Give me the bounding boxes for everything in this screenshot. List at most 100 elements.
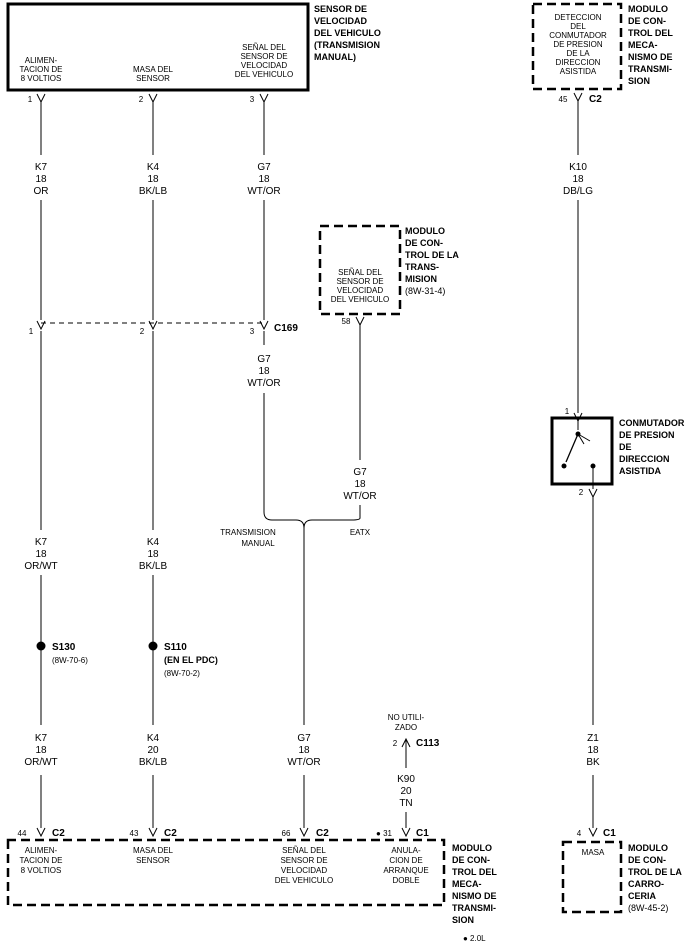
branch-manual-1: TRANSMISION <box>220 528 276 537</box>
wire-g7-mid-gauge: 18 <box>258 366 270 377</box>
pcm-bottom-title-3: TROL DEL <box>452 867 497 877</box>
pcm-bottom-title-4: MECA- <box>452 879 482 889</box>
wire-k4-top-code: K4 <box>147 162 160 173</box>
c169-name: C169 <box>274 323 298 334</box>
pcm-bottom-note: ● 2.0L <box>463 934 486 943</box>
tcm-inner-1: SEÑAL DEL <box>338 268 382 277</box>
pcm-pin43-conn: C2 <box>164 828 177 839</box>
wire-z1-code: Z1 <box>587 733 599 744</box>
pcm-pin43-label-1: MASA DEL <box>133 846 174 855</box>
s130-name: S130 <box>52 642 76 653</box>
vss-pin2-label-2: SENSOR <box>136 74 170 83</box>
pcm-top-title-5: NISMO DE <box>628 52 673 62</box>
branch-manual-2: MANUAL <box>241 539 275 548</box>
wire-k7-mid-code: K7 <box>35 537 48 548</box>
pcm-bottom-component: 44 C2 43 C2 66 C2 ● 31 C1 ALIMEN- TACION… <box>6 827 497 943</box>
wire-g7-top-gauge: 18 <box>258 174 270 185</box>
wire-k7-bot-code: K7 <box>35 733 48 744</box>
vss-pin2-num: 2 <box>139 95 144 104</box>
pcm-pin31-label-1: ANULA- <box>391 846 421 855</box>
vss-pin1-num: 1 <box>28 95 33 104</box>
pcm-pin44-label-3: 8 VOLTIOS <box>21 866 62 875</box>
connector-c169: 1 2 3 C169 <box>29 320 298 336</box>
vss-pin3-label-1: SEÑAL DEL <box>242 43 286 52</box>
wire-g7-bot-gauge: 18 <box>298 745 310 756</box>
pcm-pin66-num: 66 <box>282 829 291 838</box>
c113-label-2: ZADO <box>395 723 417 732</box>
wire-k4-top-color: BK/LB <box>139 186 168 197</box>
pcm-top-inner-2: DEL <box>570 22 586 31</box>
tcm-title-1: MODULO <box>405 226 445 236</box>
vss-title-4: (TRANSMISION <box>314 40 380 50</box>
wire-k4-bot-gauge: 20 <box>147 745 159 756</box>
vss-pin3-label-4: DEL VEHICULO <box>235 70 293 79</box>
tcm-inner-4: DEL VEHICULO <box>331 295 389 304</box>
c113-pin: 2 <box>393 739 398 748</box>
wire-k90-gauge: 20 <box>400 786 412 797</box>
pcm-pin31-label-3: ARRANQUE <box>383 866 428 875</box>
bcm-conn: C1 <box>603 828 616 839</box>
bcm-title-5: CERIA <box>628 891 657 901</box>
bcm-title-6: (8W-45-2) <box>628 903 668 913</box>
vss-pin1-label-1: ALIMEN- <box>25 56 58 65</box>
pcm-top-title-3: TROL DEL <box>628 28 673 38</box>
pcm-pin43-label-2: SENSOR <box>136 856 170 865</box>
tcm-title-4: TRANS- <box>405 262 439 272</box>
wire-g7-top-color: WT/OR <box>247 186 280 197</box>
pcm-top-inner-5: DE LA <box>566 49 590 58</box>
bcm-component: 4 C1 MASA MODULO DE CON- TROL DE LA CARR… <box>561 827 682 914</box>
wire-k7-top-code: K7 <box>35 162 48 173</box>
vss-title-5: MANUAL) <box>314 52 356 62</box>
pcm-pin44-num: 44 <box>18 829 27 838</box>
wire-k90-code: K90 <box>397 774 415 785</box>
pcm-top-inner-3: CONMUTADOR <box>549 31 607 40</box>
pcm-pin31-label-4: DOBLE <box>392 876 419 885</box>
tcm-inner-2: SENSOR DE <box>336 277 383 286</box>
vss-pin3-label-3: VELOCIDAD <box>241 61 287 70</box>
pcm-top-title-2: DE CON- <box>628 16 666 26</box>
vss-pin3-label-2: SENSOR DE <box>240 52 287 61</box>
pcm-top-title-4: MECA- <box>628 40 658 50</box>
switch-title-1: CONMUTADOR <box>619 418 685 428</box>
wire-g7-bot-code: G7 <box>297 733 311 744</box>
wire-g7-mid-code: G7 <box>257 354 271 365</box>
pcm-bottom-title-2: DE CON- <box>452 855 490 865</box>
s130-ref: (8W-70-6) <box>52 656 88 665</box>
bcm-title-2: DE CON- <box>628 855 666 865</box>
pcm-bottom-title-5: NISMO DE <box>452 891 497 901</box>
wire-g7-mid-color: WT/OR <box>247 378 280 389</box>
pcm-pin31-num: ● 31 <box>376 829 393 838</box>
vss-pin3-num: 3 <box>250 95 255 104</box>
pcm-pin66-label-2: SENSOR DE <box>280 856 327 865</box>
vss-pin2-label-1: MASA DEL <box>133 65 174 74</box>
pcm-top-title-7: SION <box>628 76 650 86</box>
switch-symbol-icon <box>561 421 596 489</box>
tcm-title-2: DE CON- <box>405 238 443 248</box>
pcm-top-pin: 45 <box>559 95 568 104</box>
tcm-title-6: (8W-31-4) <box>405 286 445 296</box>
splice-s110: S110 (EN EL PDC) (8W-70-2) <box>148 641 218 678</box>
wire-k10-gauge: 18 <box>572 174 584 185</box>
pcm-pin31-label-2: CION DE <box>389 856 422 865</box>
bcm-title-1: MODULO <box>628 843 668 853</box>
splice-s130: S130 (8W-70-6) <box>36 641 88 665</box>
wire-k7-top-gauge: 18 <box>35 174 47 185</box>
tcm-title-5: MISION <box>405 274 437 284</box>
switch-pin-in: 1 <box>565 407 570 416</box>
pcm-top-title-6: TRANSMI- <box>628 64 672 74</box>
vss-pin1-label-3: 8 VOLTIOS <box>21 74 62 83</box>
pcm-top-inner-4: DE PRESION <box>553 40 603 49</box>
c169-pin2: 2 <box>140 327 145 336</box>
pcm-pin44-label-2: TACION DE <box>20 856 63 865</box>
connector-c113: NO UTILI- ZADO 2 C113 <box>388 713 440 749</box>
bcm-title-4: CARRO- <box>628 879 664 889</box>
tcm-inner-3: VELOCIDAD <box>337 286 383 295</box>
switch-title-4: DIRECCION <box>619 454 670 464</box>
wire-k4-mid-color: BK/LB <box>139 561 168 572</box>
vss-title-2: VELOCIDAD <box>314 16 368 26</box>
wire-g7-tcm-color: WT/OR <box>343 491 376 502</box>
transmission-branch <box>263 511 361 828</box>
pcm-top-title-1: MODULO <box>628 4 668 14</box>
wire-k4-bot-color: BK/LB <box>139 757 168 768</box>
wire-k90-color: TN <box>399 798 412 809</box>
